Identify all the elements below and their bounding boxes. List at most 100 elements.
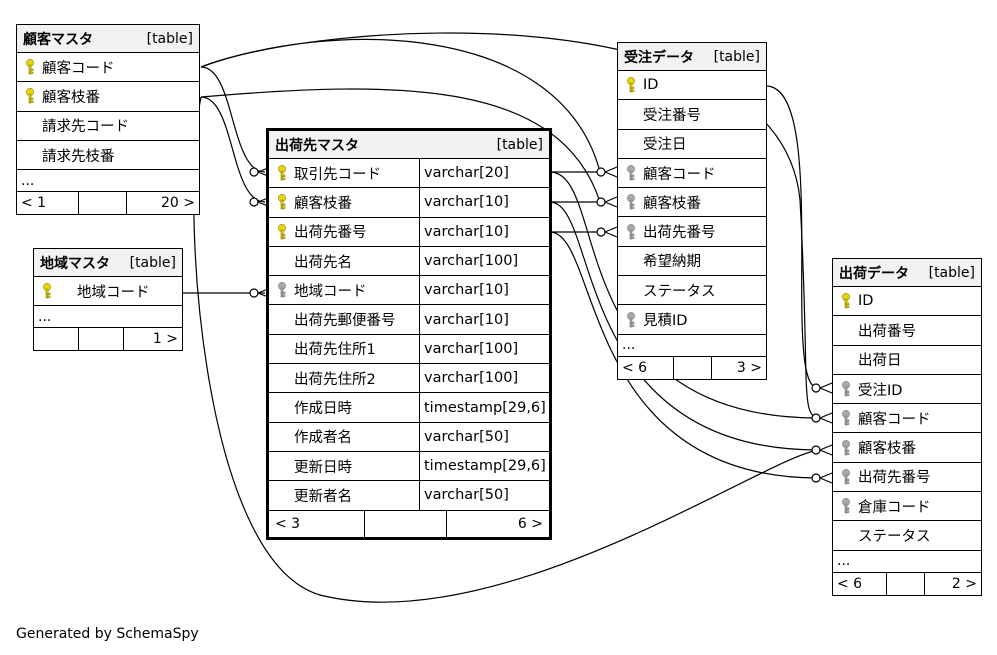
column-row[interactable]: 顧客枝番 <box>618 188 766 218</box>
column-row[interactable]: ステータス <box>833 521 981 551</box>
column-type: varchar[10] <box>419 217 509 246</box>
column-name: 出荷先郵便番号 <box>294 313 396 330</box>
foreign-key-icon <box>274 282 290 298</box>
table-nav: < 6 3 > <box>618 356 766 379</box>
foreign-key-icon <box>623 194 639 210</box>
children-link[interactable]: 2 > <box>951 575 977 592</box>
table-header: 地域マスタ [table] <box>34 249 182 277</box>
column-row[interactable]: 受注ID <box>833 375 981 405</box>
column-type: varchar[10] <box>419 276 509 305</box>
edge-juchu-id-to-shukka <box>765 85 819 389</box>
column-name: 顧客コード <box>858 411 931 428</box>
more-columns[interactable]: ... <box>618 335 766 357</box>
table-shukka-data[interactable]: 出荷データ [table] ID 出荷番号出荷日受注ID 顧客コード顧客枝番出荷先番… <box>832 258 982 596</box>
column-name: 顧客枝番 <box>643 195 701 212</box>
column-name: 請求先枝番 <box>42 148 115 165</box>
column-row[interactable]: ID <box>833 287 981 317</box>
crowfoot-juchu-edaban <box>596 196 618 208</box>
more-columns[interactable]: ... <box>34 306 182 329</box>
parents-link[interactable] <box>34 328 79 351</box>
crowfoot-torihikisaki <box>249 167 269 177</box>
table-tag: [table] <box>928 264 975 281</box>
column-row[interactable]: 出荷番号 <box>833 316 981 346</box>
edge-kokyaku-edaban-to-juchu <box>200 88 601 203</box>
column-name: 更新日時 <box>294 459 352 476</box>
primary-key-icon <box>274 194 290 210</box>
parents-link[interactable]: < 6 <box>618 356 674 379</box>
column-name: 倉庫コード <box>858 499 931 516</box>
table-kokyaku-master[interactable]: 顧客マスタ [table] 顧客コード 顧客枝番 請求先コード 請求先枝番 ..… <box>16 24 200 216</box>
parents-link[interactable]: < 6 <box>833 572 887 595</box>
table-tag: [table] <box>496 136 543 153</box>
primary-key-icon <box>274 165 290 181</box>
column-row[interactable]: ステータス <box>618 276 766 306</box>
column-type: varchar[100] <box>419 364 518 393</box>
table-chiiki-master[interactable]: 地域マスタ [table] 地域コード ... 1 > <box>33 248 183 352</box>
column-name: ステータス <box>858 529 931 546</box>
column-row[interactable]: 受注番号 <box>618 100 766 130</box>
column-row[interactable]: 希望納期 <box>618 247 766 277</box>
foreign-key-icon <box>838 468 854 485</box>
edge-kokyaku-edaban-to-shukkasaki <box>200 96 266 203</box>
column-row[interactable]: 地域コード <box>34 277 182 307</box>
children-link[interactable]: 6 > <box>517 515 543 532</box>
column-name: 出荷先住所1 <box>294 342 376 359</box>
edge-shukkasakibango-to-shukka <box>549 231 819 479</box>
column-name: 顧客枝番 <box>294 195 352 212</box>
column-row[interactable]: 出荷日 <box>833 346 981 375</box>
column-name: 地域コード <box>294 283 367 300</box>
column-row[interactable]: 顧客枝番 <box>17 82 199 112</box>
column-row[interactable]: ID <box>618 71 766 101</box>
column-row[interactable]: 顧客枝番 <box>833 433 981 463</box>
foreign-key-icon <box>838 439 854 456</box>
primary-key-icon <box>274 223 290 240</box>
column-row[interactable]: 地域コード varchar[10] <box>269 276 549 306</box>
parents-link[interactable]: < 3 <box>269 510 365 537</box>
parents-link[interactable]: < 1 <box>17 192 79 215</box>
column-row[interactable]: 受注日 <box>618 130 766 159</box>
children-link[interactable]: 1 > <box>152 331 178 348</box>
primary-key-icon <box>39 283 55 299</box>
crowfoot-shukka-juchuid <box>811 382 833 394</box>
column-row[interactable]: 顧客コード <box>833 404 981 434</box>
column-row[interactable]: 倉庫コード <box>833 492 981 522</box>
column-name: 出荷先番号 <box>643 225 716 242</box>
column-type: varchar[20] <box>419 159 509 188</box>
column-row[interactable]: 顧客コード <box>17 53 199 83</box>
table-name: 地域マスタ <box>40 255 110 272</box>
generated-by-footer: Generated by SchemaSpy <box>16 626 199 642</box>
table-name: 出荷データ <box>839 265 909 282</box>
primary-key-icon <box>623 77 639 93</box>
more-columns[interactable]: ... <box>833 551 981 573</box>
column-row[interactable]: 請求先枝番 <box>17 141 199 171</box>
column-name: ID <box>858 293 874 310</box>
column-row[interactable]: 請求先コード <box>17 112 199 141</box>
column-name: 顧客コード <box>42 60 115 77</box>
column-name: 作成者名 <box>294 430 352 447</box>
column-name: 見積ID <box>643 313 688 330</box>
table-nav: < 1 20 > <box>17 192 199 215</box>
children-link[interactable]: 3 > <box>736 359 762 376</box>
children-link[interactable]: 20 > <box>161 195 195 212</box>
more-columns[interactable]: ... <box>17 170 199 193</box>
table-name: 顧客マスタ <box>23 31 93 48</box>
foreign-key-icon <box>623 223 639 240</box>
edge-kokyaku-code-to-torihikisaki <box>200 66 266 173</box>
column-row[interactable]: 出荷先番号 <box>618 217 766 247</box>
column-row[interactable]: 顧客コード <box>618 159 766 189</box>
column-row[interactable]: 出荷先番号 <box>833 463 981 493</box>
column-row[interactable]: 見積ID <box>618 305 766 335</box>
